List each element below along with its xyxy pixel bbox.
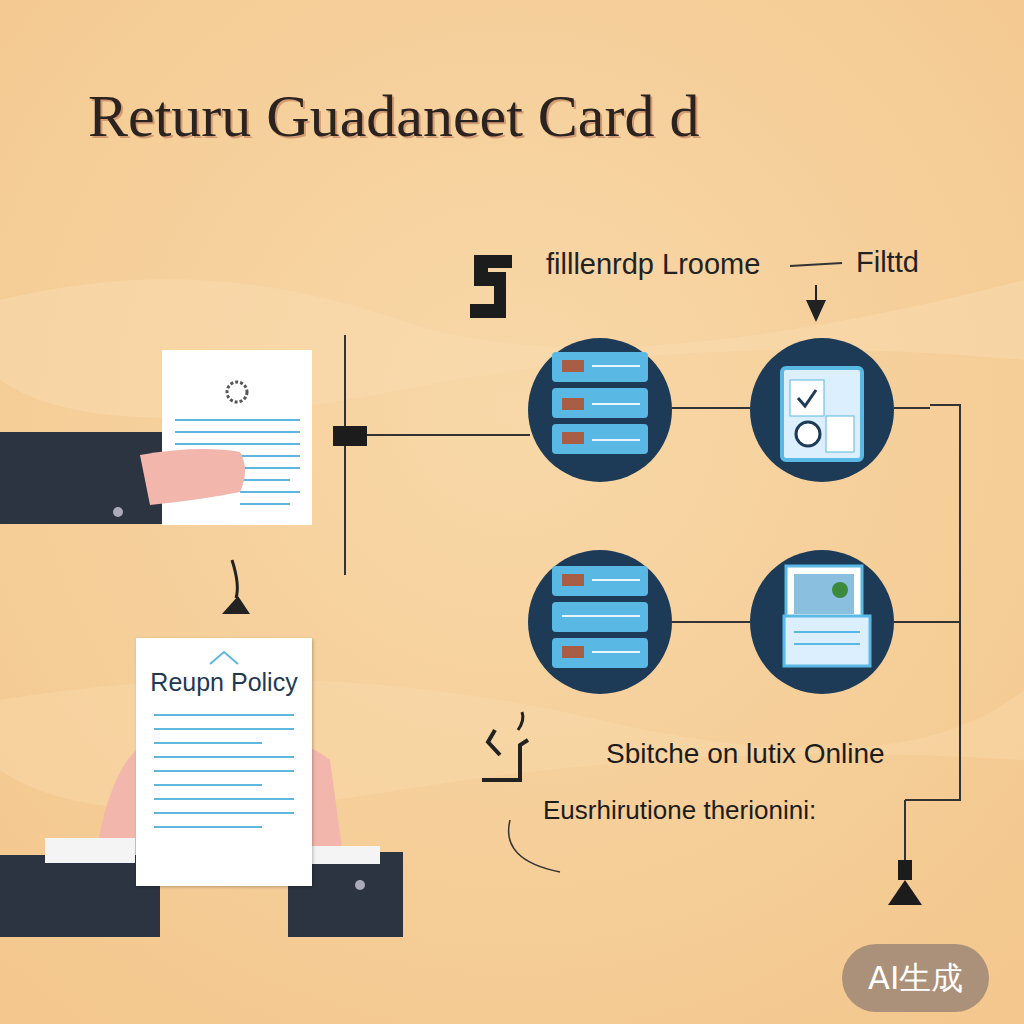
step-label: filllenrdp Lroome [546,248,760,281]
step-label: Filttd [856,246,919,279]
step-label: Eusrhirutione therionini: [543,795,816,826]
watermark: AI生成 [842,944,989,1012]
document-heading: Reupn Policy [136,668,312,697]
policy-document: Reupn Policy [136,638,312,886]
title: Returu Guadaneet Card d [88,82,699,151]
step-label: Sbitche on lutix Online [606,738,885,770]
